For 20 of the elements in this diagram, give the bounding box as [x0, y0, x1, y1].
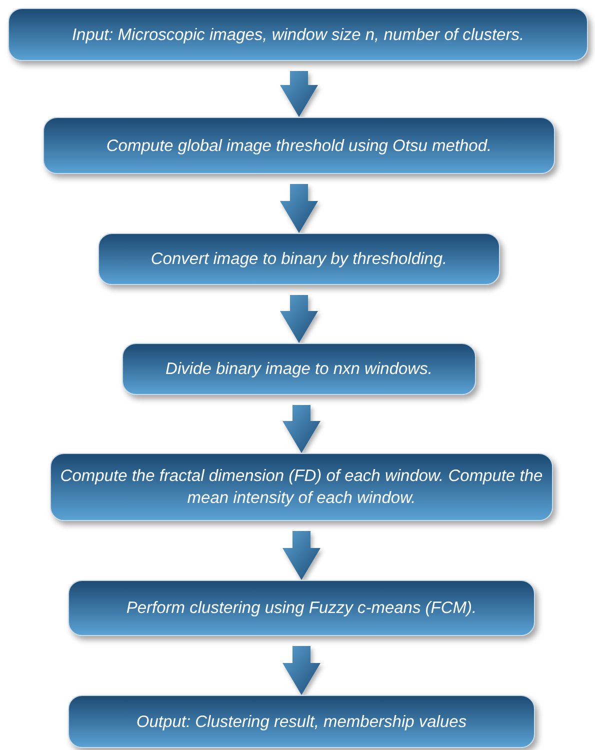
step-text: Divide binary image to nxn windows. — [166, 359, 432, 380]
process-box — [68, 695, 535, 748]
process-box — [122, 343, 476, 395]
step-text: Compute the fractal dimension (FD) of each window. Compute the mean intensity of each window. — [59, 466, 544, 509]
down-arrow — [282, 405, 320, 453]
step-text: Convert image to binary by thresholding. — [150, 249, 448, 270]
process-box — [68, 580, 535, 636]
down-arrow — [280, 184, 318, 233]
process-box — [98, 233, 500, 285]
step-text: Input: Microscopic images, window size n, number of clusters. — [72, 24, 524, 46]
down-arrow — [282, 646, 320, 695]
step-text: Compute global image threshold using Otsu method. — [106, 136, 492, 156]
down-arrow — [282, 531, 320, 580]
process-box — [43, 117, 555, 174]
down-arrow — [280, 295, 318, 343]
step-text: Output: Clustering result, membership values — [136, 712, 467, 732]
process-box — [50, 453, 553, 521]
process-box — [8, 8, 588, 61]
step-text: Perform clustering using Fuzzy c-means (FCM). — [126, 598, 477, 619]
down-arrow — [280, 71, 318, 117]
